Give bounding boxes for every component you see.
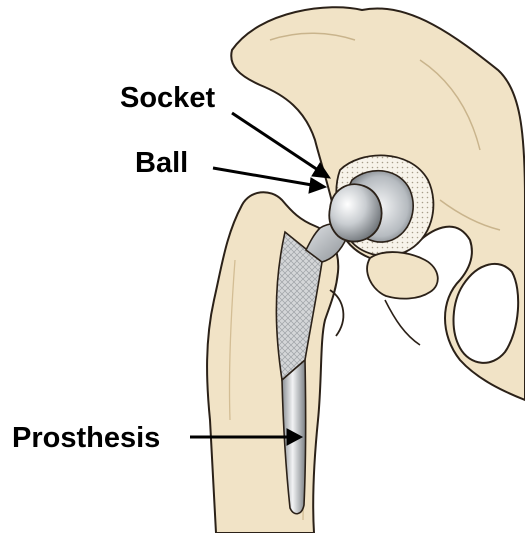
ball-arrow <box>213 168 312 185</box>
socket-arrow <box>232 113 318 170</box>
prosthesis-label: Prosthesis <box>12 424 160 453</box>
socket-label: Socket <box>120 84 215 113</box>
femoral-ball <box>329 184 381 241</box>
ball-label: Ball <box>135 149 188 178</box>
ball-arrowhead <box>309 178 326 193</box>
